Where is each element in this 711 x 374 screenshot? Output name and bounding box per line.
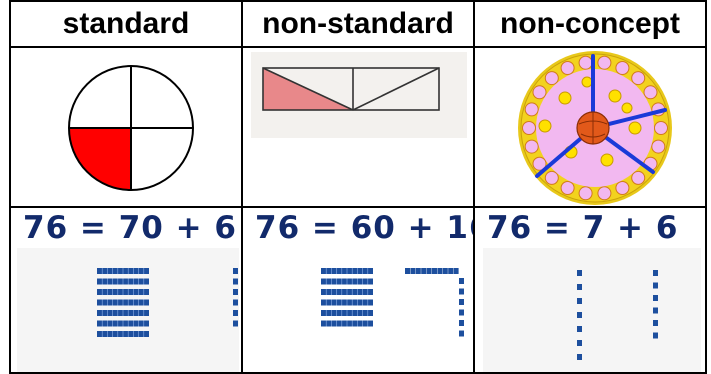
crust-scallop (579, 187, 592, 200)
cell-standard-fraction (10, 47, 242, 207)
crust-scallop (616, 182, 629, 195)
one-cube (443, 268, 448, 274)
ten-rod (97, 331, 149, 337)
crust-scallop (632, 171, 645, 184)
one-cube (448, 268, 453, 274)
equation-standard: 76 = 70 + 6 (23, 210, 237, 246)
one-cube (459, 278, 464, 284)
ten-rod (321, 310, 373, 316)
one-cube (577, 270, 582, 276)
ten-rod (97, 268, 149, 274)
one-cube (459, 310, 464, 316)
one-cube (427, 268, 432, 274)
panel-background (483, 248, 701, 372)
ten-rod (321, 321, 373, 327)
ten-rod (97, 279, 149, 285)
ten-rod (97, 300, 149, 306)
ten-rod (321, 268, 373, 274)
one-cube (577, 354, 582, 360)
crust-scallop (579, 56, 592, 69)
cell-non-standard-fraction (242, 47, 474, 207)
cell-non-standard-base-ten: 76 = 60 + 16 (242, 207, 474, 373)
comparison-grid: standard non-standard non-concept (9, 0, 707, 374)
topping (582, 77, 592, 87)
ten-rod (321, 289, 373, 295)
cell-standard-base-ten: 76 = 70 + 6 (10, 207, 242, 373)
ten-rod (97, 289, 149, 295)
one-cube (454, 268, 459, 274)
crust-scallop (523, 122, 536, 135)
ten-rod (321, 279, 373, 285)
topping (622, 103, 632, 113)
crust-scallop (561, 62, 574, 75)
one-cube (577, 284, 582, 290)
crust-scallop (525, 140, 538, 153)
base-ten-panel-non-standard: 76 = 60 + 16 (243, 208, 473, 372)
bar-figure (243, 48, 473, 206)
ten-rod (97, 321, 149, 327)
one-cube (459, 320, 464, 326)
comparison-table: standard non-standard non-concept (9, 0, 707, 374)
crust-scallop (533, 86, 546, 99)
ten-rod (321, 300, 373, 306)
header-non-standard: non-standard (242, 1, 474, 47)
equation-non-standard: 76 = 60 + 16 (255, 210, 473, 246)
one-cube (233, 300, 238, 306)
one-cube (437, 268, 442, 274)
crust-scallop (644, 86, 657, 99)
topping (629, 122, 641, 134)
pizza-figure (475, 48, 705, 206)
crust-scallop (598, 56, 611, 69)
one-cube (459, 299, 464, 305)
topping (539, 120, 551, 132)
crust-scallop (632, 72, 645, 85)
one-cube (233, 321, 238, 327)
crust-scallop (652, 140, 665, 153)
cell-non-concept-base-ten: 76 = 7 + 6 (474, 207, 706, 373)
one-cube (432, 268, 437, 274)
one-cube (577, 312, 582, 318)
header-standard: standard (10, 1, 242, 47)
one-cube (653, 320, 658, 326)
crust-scallop (598, 187, 611, 200)
one-cube (653, 270, 658, 276)
one-cube (233, 310, 238, 316)
one-cube (653, 308, 658, 314)
crust-scallop (561, 182, 574, 195)
one-cube (459, 289, 464, 295)
one-cube (577, 326, 582, 332)
one-cube (233, 279, 238, 285)
header-non-concept: non-concept (474, 1, 706, 47)
one-cube (233, 289, 238, 295)
crust-scallop (616, 62, 629, 75)
equation-non-concept: 76 = 7 + 6 (487, 210, 678, 246)
crust-scallop (655, 122, 668, 135)
one-cube (653, 295, 658, 301)
base-ten-panel-standard: 76 = 70 + 6 (11, 208, 241, 372)
topping (601, 154, 613, 166)
one-cube (653, 333, 658, 339)
one-cube (653, 283, 658, 289)
one-cube (410, 268, 415, 274)
one-cube (421, 268, 426, 274)
one-cube (233, 268, 238, 274)
quartered-circle-figure (11, 48, 241, 206)
crust-scallop (545, 171, 558, 184)
base-ten-panel-non-concept: 76 = 7 + 6 (475, 208, 705, 372)
crust-scallop (525, 103, 538, 116)
topping (559, 92, 571, 104)
crust-scallop (545, 72, 558, 85)
one-cube (405, 268, 410, 274)
one-cube (459, 331, 464, 337)
topping (609, 90, 621, 102)
ten-rod (97, 310, 149, 316)
one-cube (416, 268, 421, 274)
one-cube (577, 340, 582, 346)
cell-non-concept-fraction (474, 47, 706, 207)
one-cube (577, 298, 582, 304)
